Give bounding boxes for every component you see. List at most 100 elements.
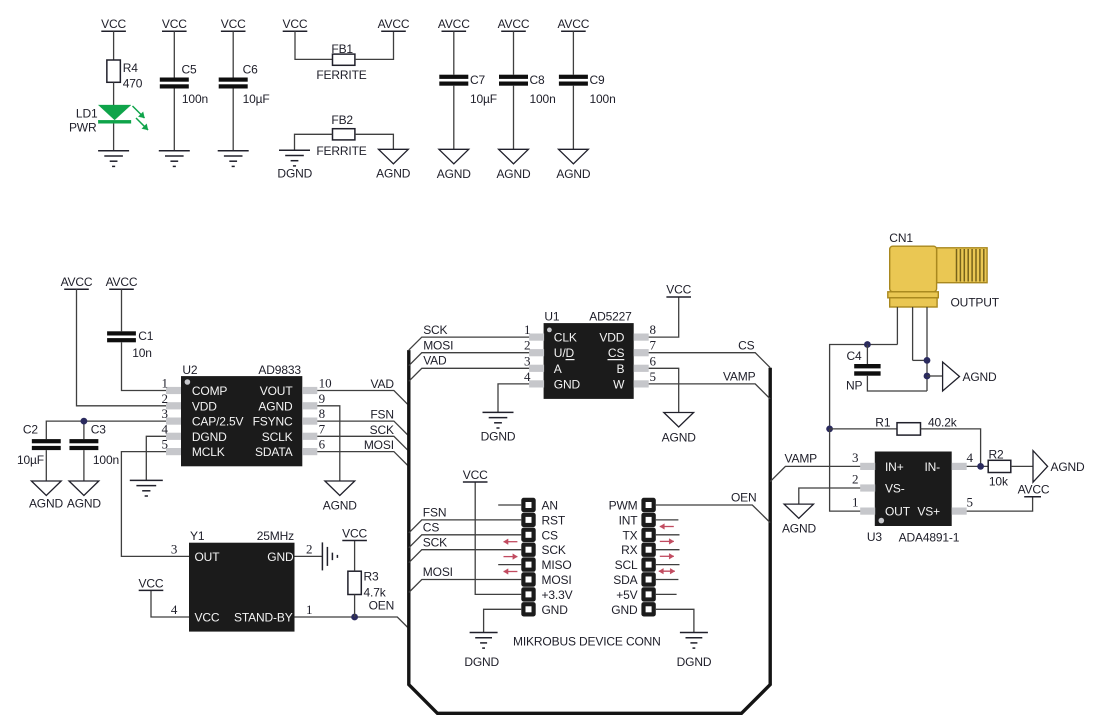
net-label-vcc-c5: VCC (162, 17, 187, 31)
net-label-agnd-fb2: AGND (376, 167, 411, 181)
u1-pin-num-r2: 6 (650, 353, 657, 368)
net-label-mosi-u2: MOSI (364, 438, 394, 452)
r4-body (106, 59, 122, 84)
wire-u3-avcc (966, 496, 1034, 512)
net-label-agnd-u2: AGND (323, 499, 358, 513)
u2-stub-r5 (302, 448, 318, 456)
mikrobus-right-pin-8-inner (645, 606, 652, 613)
mikrobus-right-pin-3-inner (645, 531, 652, 538)
u1-stub-l1 (529, 333, 545, 341)
u1-pin-num-l1: 1 (524, 322, 531, 337)
c2-plate2 (31, 445, 61, 451)
junction-cn1-gnd1 (923, 357, 931, 364)
u2-pin-num-r1: 9 (319, 391, 326, 406)
u3-pin-num-r1: 5 (967, 495, 974, 510)
c2-value: 10µF (17, 453, 44, 467)
wire-mclk (120, 450, 189, 558)
wire-u2-dgnd (145, 435, 166, 481)
agnd-tri-c7 (437, 148, 471, 165)
net-label-sck-u2: SCK (370, 423, 394, 437)
u2-pin-num-1: 1 (162, 376, 169, 391)
u2-pin-name-l4: DGND (192, 430, 227, 444)
net-label-agnd-r2: AGND (1051, 460, 1086, 474)
c1-plate1 (107, 331, 136, 336)
u3-stub-l2 (860, 507, 876, 515)
u3-pin-num-l1: 2 (852, 472, 859, 487)
wire-bus-to-hdr-sck (408, 549, 522, 564)
u1-ref: U1 (544, 310, 560, 324)
agnd-tri-u2 (323, 480, 357, 497)
cn1-flange (887, 291, 939, 299)
cn1-base (889, 297, 938, 308)
u2-pin-name-l3: CAP/2.5V (192, 415, 244, 429)
wire-bus-to-vamp (769, 465, 861, 483)
cn1-barrel (889, 245, 938, 293)
y1-num-2: 2 (306, 541, 313, 556)
mikrobus-right-label-1: INT (619, 513, 639, 527)
c8-plate2 (499, 81, 528, 86)
c3-plate2 (69, 445, 99, 451)
u1-pin-name-r3: W (613, 377, 625, 391)
ld1-ref: LD1 (76, 107, 98, 121)
mikrobus-left-label-2: CS (542, 528, 559, 542)
net-label-vad-u1: VAD (423, 354, 447, 368)
u3-stub-l0 (860, 462, 876, 470)
u2-pin-num-r4: 6 (319, 437, 326, 452)
c3-ref: C3 (91, 423, 107, 437)
c6-plate1 (218, 77, 248, 82)
net-label-dgnd-fb2: DGND (277, 167, 312, 181)
net-label-avcc-u3: AVCC (1018, 483, 1050, 497)
c1-plate2 (107, 338, 136, 343)
c4-plate2 (854, 371, 881, 376)
c4-value: NP (846, 379, 863, 393)
u3-pin-name-r0: IN- (924, 460, 940, 474)
junction-c3-rail (80, 417, 88, 425)
u2-part: AD9833 (258, 363, 301, 377)
u1-pin-name-l3: A (554, 362, 562, 376)
wire-u2-agnd (317, 405, 341, 481)
wire-bus-to-hdr-fsn (408, 519, 522, 534)
u1-stub-r2 (633, 349, 649, 357)
net-label-vcc-c6: VCC (221, 17, 246, 31)
net-label-agnd-c9: AGND (556, 167, 591, 181)
net-label-vamp-u3: VAMP (785, 452, 818, 466)
y1-pin-gnd: GND (267, 550, 294, 564)
mikrobus-left-pin-8-inner (525, 606, 532, 613)
y1-body (189, 542, 295, 632)
u2-pin-num-3: 3 (162, 406, 169, 421)
fb1-value: FERRITE (316, 68, 366, 82)
wire-vcc-fb1 (294, 31, 333, 61)
net-label-agnd-c3: AGND (67, 497, 102, 511)
wire-sck-to-bus (317, 435, 410, 452)
r4-ref: R4 (123, 61, 139, 75)
u2-pin-num-5: 5 (162, 437, 169, 452)
r3-value: 4.7k (364, 586, 387, 600)
c2-plate1 (31, 439, 61, 444)
u2-pin-num-r2: 8 (319, 406, 326, 421)
c4-ref: C4 (847, 349, 863, 363)
net-label-dgnd-u1: DGND (481, 430, 516, 444)
u3-body (874, 451, 952, 526)
wire-c1-u2-comp (120, 342, 166, 392)
arrow-sda-dir-head-l (658, 568, 664, 575)
u3-ref: U3 (867, 530, 883, 544)
u2-pin-name-r4: SDATA (255, 445, 293, 459)
u2-ref: U2 (182, 363, 198, 377)
mikrobus-right-pin-2-inner (645, 516, 652, 523)
c5-value: 100n (182, 92, 208, 106)
wire-u1-vcc (648, 297, 680, 338)
mikrobus-right-pin-6-inner (645, 576, 652, 583)
u1-stub-r4 (633, 380, 649, 388)
u2-stub-l2 (166, 402, 181, 410)
y1-pin-standby: STAND-BY (234, 611, 293, 625)
net-label-agnd-cn1: AGND (963, 370, 998, 384)
arrow-sda-dir-head-r (670, 568, 676, 575)
u2-stub-r1 (302, 386, 318, 395)
c8-value: 100n (530, 92, 556, 106)
u2-pin-name-r2: FSYNC (253, 415, 293, 429)
r4-value: 470 (123, 77, 143, 91)
net-label-mosi-u1: MOSI (423, 339, 453, 353)
net-label-oen-y1: OEN (369, 599, 395, 613)
y1-pin-vcc: VCC (195, 611, 220, 625)
c7-plate2 (439, 81, 469, 86)
